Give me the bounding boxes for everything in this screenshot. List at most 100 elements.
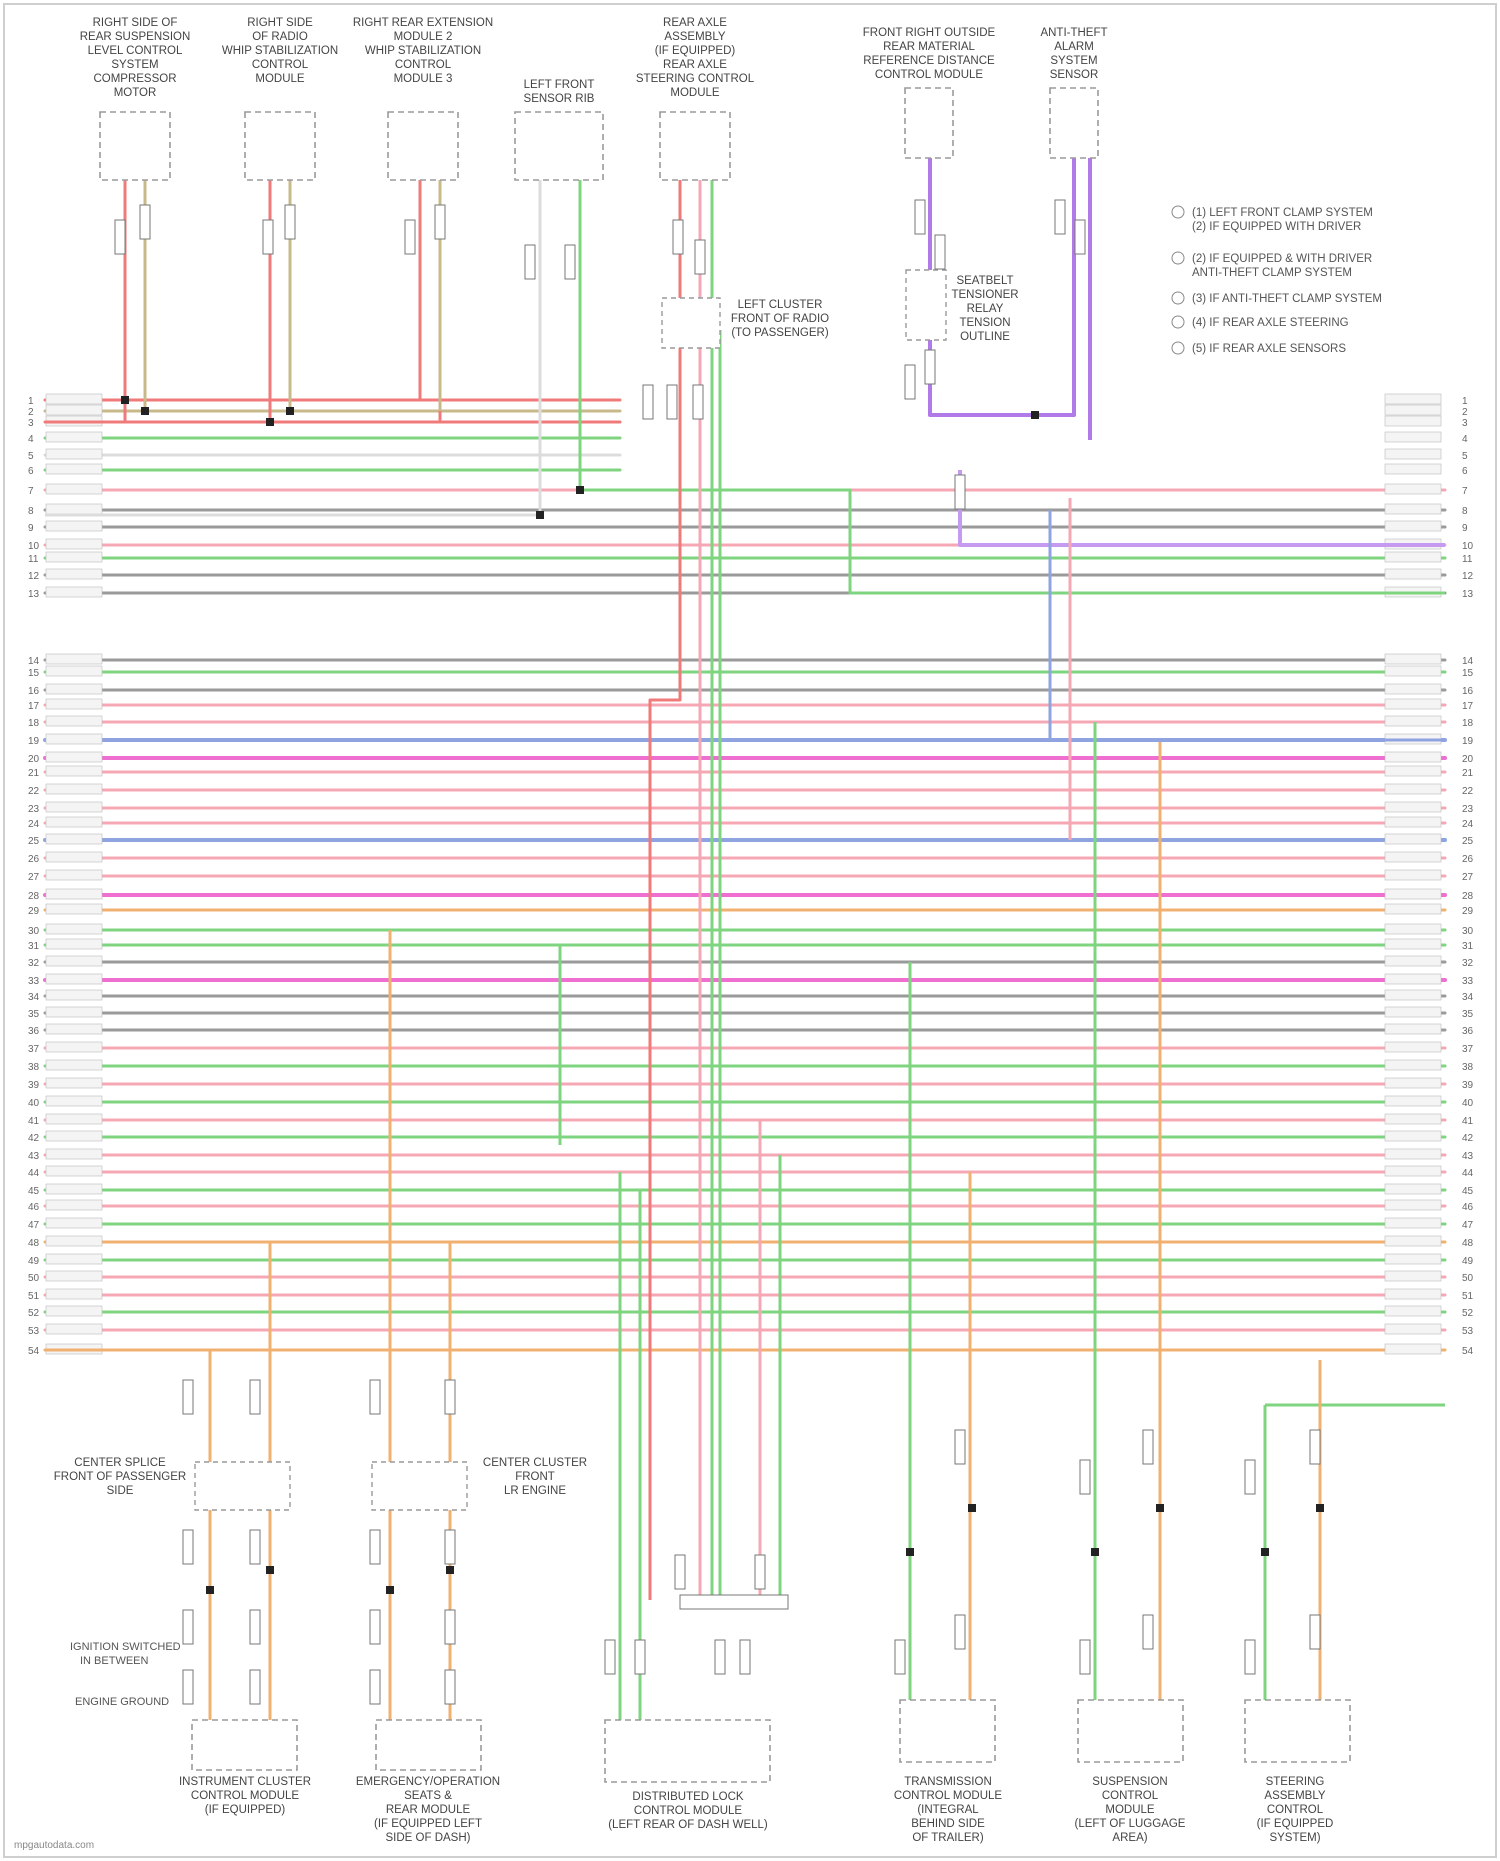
wire-code-tag	[46, 752, 102, 762]
wire-code-tag	[46, 484, 102, 494]
wire-code-tag	[46, 817, 102, 827]
wire-tag	[715, 1640, 725, 1674]
svg-text:LEFT FRONTSENSOR RIB: LEFT FRONTSENSOR RIB	[524, 79, 595, 105]
wire-tag	[250, 1530, 260, 1564]
wire-code-tag	[1385, 654, 1441, 664]
wire-code-tag	[46, 784, 102, 794]
wire-tag	[263, 220, 273, 254]
note-ignition: IGNITION SWITCHED IN BETWEEN ENGINE GROU…	[70, 1641, 181, 1708]
wire-code-tag	[46, 684, 102, 694]
wire-code-tag	[1385, 569, 1441, 579]
bottom-components: CENTER SPLICEFRONT OF PASSENGERSIDE CENT…	[54, 1457, 1350, 1844]
wire-code-tag	[46, 1254, 102, 1264]
pin-number: 4	[28, 434, 34, 445]
pin-number: 45	[28, 1186, 40, 1197]
wire-tag	[740, 1640, 750, 1674]
svg-text:REAR AXLEASSEMBLY(IF EQUIPPED): REAR AXLEASSEMBLY(IF EQUIPPED)REAR AXLES…	[636, 17, 755, 99]
wire-tag	[673, 220, 683, 254]
wire-code-tag	[46, 802, 102, 812]
wire-tag	[1143, 1615, 1153, 1649]
pin-number: 26	[28, 854, 40, 865]
pin-number: 19	[28, 736, 40, 747]
pin-number: 5	[1462, 451, 1468, 462]
wire-code-tag	[1385, 416, 1441, 426]
wire-code-tag	[1385, 924, 1441, 934]
wire-code-tag	[1385, 1271, 1441, 1281]
wire-code-tag	[1385, 1078, 1441, 1088]
pin-number: 43	[28, 1151, 40, 1162]
pin-number: 23	[1462, 804, 1474, 815]
svg-text:(1) LEFT FRONT CLAMP SYSTEM: (1) LEFT FRONT CLAMP SYSTEM	[1192, 207, 1373, 219]
wire-route	[290, 180, 420, 411]
pin-number: 16	[1462, 686, 1474, 697]
wire-tag	[1075, 220, 1085, 254]
wire-tag	[525, 245, 535, 279]
splice-point	[446, 1566, 454, 1574]
pin-number: 22	[28, 786, 40, 797]
splice-point	[1261, 1548, 1269, 1556]
wire-code-tag	[46, 1042, 102, 1052]
wire-code-tag	[1385, 464, 1441, 474]
wire-code-tag	[1385, 956, 1441, 966]
splice-point	[968, 1504, 976, 1512]
wire-code-tag	[1385, 852, 1441, 862]
wire-code-tag	[1385, 939, 1441, 949]
splice-lock-top	[680, 1595, 788, 1609]
wire-code-tag	[46, 1289, 102, 1299]
pin-number: 46	[28, 1202, 40, 1213]
wire-code-tag	[46, 1007, 102, 1017]
svg-text:(3) IF ANTI-THEFT CLAMP SYSTEM: (3) IF ANTI-THEFT CLAMP SYSTEM	[1192, 293, 1382, 305]
wire-code-tag	[1385, 1218, 1441, 1228]
component-left-front-sensor: LEFT FRONTSENSOR RIB	[515, 79, 603, 180]
wire-code-tag	[1385, 1166, 1441, 1176]
pin-number: 48	[1462, 1238, 1474, 1249]
svg-text:SUSPENSIONCONTROLMODULE(LEFT O: SUSPENSIONCONTROLMODULE(LEFT OF LUGGAGEA…	[1075, 1776, 1186, 1844]
pin-number: 8	[1462, 506, 1468, 517]
wire-tag	[183, 1530, 193, 1564]
pin-number: 7	[1462, 486, 1468, 497]
component-steering-assembly: STEERINGASSEMBLYCONTROL(IF EQUIPPEDSYSTE…	[1245, 1700, 1350, 1844]
pin-number: 26	[1462, 854, 1474, 865]
pin-number: 49	[1462, 1256, 1474, 1267]
splice-point	[266, 1566, 274, 1574]
wire-code-tag	[1385, 684, 1441, 694]
pin-number: 44	[28, 1168, 40, 1179]
wire-tag	[370, 1530, 380, 1564]
pin-number: 22	[1462, 786, 1474, 797]
pin-number: 38	[28, 1062, 40, 1073]
svg-text:IGNITION SWITCHED: IGNITION SWITCHED	[70, 1641, 181, 1653]
wire-code-tag	[46, 956, 102, 966]
comp-label: RIGHT SIDE OFREAR SUSPENSIONLEVEL CONTRO…	[80, 17, 191, 99]
legend-item-1: (1) LEFT FRONT CLAMP SYSTEM(2) IF EQUIPP…	[1172, 206, 1373, 233]
wire-code-tag	[46, 1324, 102, 1334]
wire-tag	[183, 1380, 193, 1414]
pin-number: 9	[1462, 523, 1468, 534]
wire-code-tag	[46, 870, 102, 880]
pin-number: 37	[28, 1044, 40, 1055]
wire-code-tag	[1385, 699, 1441, 709]
wire-code-tag	[1385, 904, 1441, 914]
pin-number: 51	[28, 1291, 40, 1302]
wire-tag	[667, 385, 677, 419]
pin-number: 31	[1462, 941, 1474, 952]
wire-tag	[605, 1640, 615, 1674]
component-rear-suspension-compressor: RIGHT SIDE OFREAR SUSPENSIONLEVEL CONTRO…	[80, 17, 191, 180]
wire-tag	[955, 475, 965, 509]
pin-number: 53	[28, 1326, 40, 1337]
pin-number: 33	[28, 976, 40, 987]
pin-number: 2	[1462, 407, 1468, 418]
pin-number: 47	[28, 1220, 40, 1231]
wire-tag	[435, 205, 445, 239]
pin-number: 13	[28, 589, 40, 600]
wire-code-tag	[46, 1200, 102, 1210]
wire-code-tag	[1385, 752, 1441, 762]
wire-tag	[693, 385, 703, 419]
wire-code-tag	[46, 834, 102, 844]
legend-item-5: (5) IF REAR AXLE SENSORS	[1172, 342, 1346, 355]
wire-tags	[115, 200, 1320, 1704]
pin-number: 37	[1462, 1044, 1474, 1055]
